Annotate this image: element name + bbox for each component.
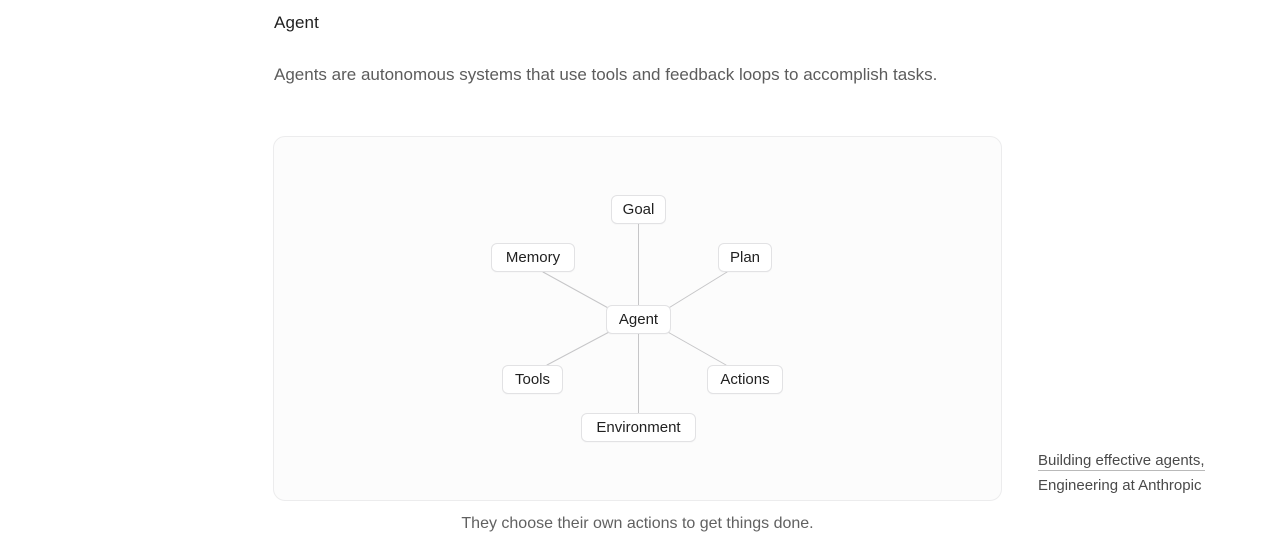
- citation-source: Engineering at Anthropic: [1038, 477, 1202, 494]
- node-memory[interactable]: Memory: [491, 243, 575, 272]
- citation-link[interactable]: Building effective agents,: [1038, 452, 1205, 471]
- center-node-agent[interactable]: Agent: [606, 305, 671, 334]
- node-environment[interactable]: Environment: [581, 413, 696, 442]
- citation: Building effective agents, Engineering a…: [1038, 448, 1252, 498]
- section-description: Agents are autonomous systems that use t…: [274, 65, 938, 84]
- diagram-caption: They choose their own actions to get thi…: [461, 515, 814, 532]
- edge-agent-to-actions: [665, 330, 727, 366]
- edge-agent-to-tools: [546, 330, 612, 366]
- node-plan[interactable]: Plan: [718, 243, 772, 272]
- edge-agent-to-plan: [666, 271, 728, 310]
- page-title: Agent: [274, 13, 319, 32]
- diagram-edges: [542, 223, 728, 414]
- node-actions[interactable]: Actions: [707, 365, 783, 394]
- node-goal[interactable]: Goal: [611, 195, 666, 224]
- edge-agent-to-memory: [542, 271, 611, 310]
- node-tools[interactable]: Tools: [502, 365, 563, 394]
